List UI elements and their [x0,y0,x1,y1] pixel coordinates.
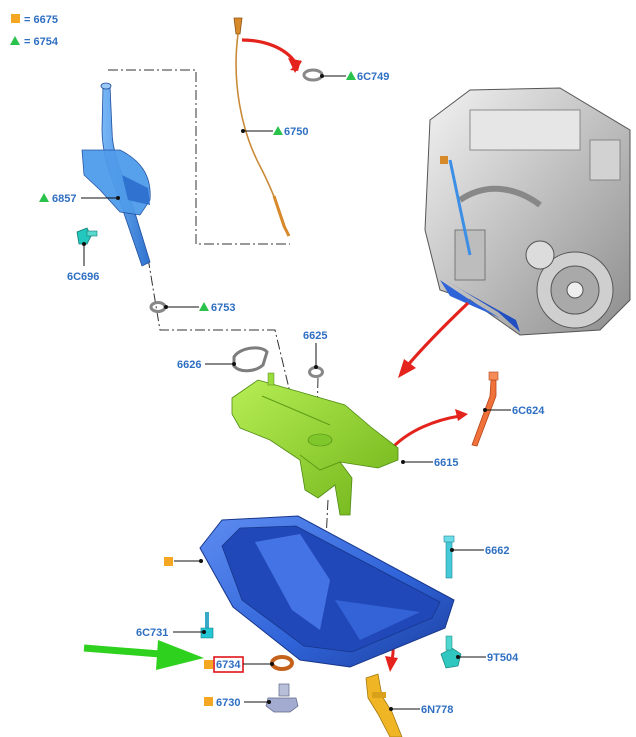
oil-filler-tube [81,82,151,267]
label-6730: 6730 [216,697,240,709]
label-6615: 6615 [434,457,458,469]
legend: = 6675 = 6754 [10,14,59,48]
oil-pump-screen-6615 [231,372,399,516]
label-6750: 6750 [284,126,308,138]
green-triangle-icon [346,71,356,80]
green-triangle-icon [199,302,209,311]
bolt-6c696 [76,227,98,245]
label-6c624: 6C624 [512,405,545,417]
label-6625: 6625 [303,330,327,342]
sensor-9t504 [440,635,462,669]
label-9t504: 9T504 [487,652,519,664]
label-6662: 6662 [485,545,509,557]
label-6n778: 6N778 [421,704,453,716]
stud-6662 [443,535,455,579]
label-6c696: 6C696 [67,271,99,283]
green-pointer-arrow [83,640,204,670]
callouts: 6C749 6750 6857 6C696 6753 6625 6626 6C6… [39,71,545,716]
label-6857: 6857 [52,193,76,205]
engine-image [424,87,631,336]
label-6734: 6734 [216,659,241,671]
orange-square-icon [164,557,173,566]
label-6753: 6753 [211,302,235,314]
legend-square-label: = 6675 [24,14,58,26]
orange-square-icon [204,660,213,669]
oil-pan-6675 [199,515,455,668]
pickup-tube-6n778 [365,673,403,737]
gasket-6626 [232,346,269,373]
triangle-marker-icon [10,36,20,45]
dipstick-tube-6c624 [471,371,499,447]
washer-6734 [270,655,294,671]
seal-6753 [149,301,167,313]
label-6c731: 6C731 [136,627,168,639]
legend-triangle-label: = 6754 [24,36,59,48]
drain-plug-6730 [265,683,299,713]
label-6c749: 6C749 [357,71,389,83]
bolt-6c731 [200,612,214,639]
dipstick [233,17,291,237]
green-triangle-icon [39,193,49,202]
square-marker-icon [11,14,20,23]
label-6626: 6626 [177,359,201,371]
orange-square-icon [204,697,213,706]
green-triangle-icon [273,126,283,135]
o-ring-6c749 [302,68,324,82]
